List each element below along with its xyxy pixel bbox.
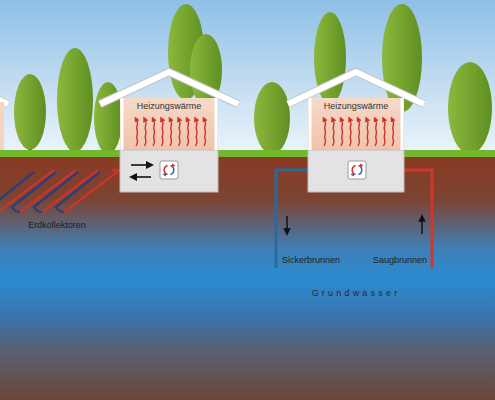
flow-arrow xyxy=(421,218,423,234)
trees xyxy=(14,4,492,154)
house-wall xyxy=(0,102,4,150)
earth-collector xyxy=(0,170,120,212)
sky xyxy=(0,0,495,156)
part-label: Sickerbrunnen xyxy=(282,256,340,266)
grass xyxy=(0,150,495,157)
ground xyxy=(0,156,495,400)
roof xyxy=(0,86,8,104)
roof xyxy=(0,86,8,104)
room-label: Heizungswärme xyxy=(308,98,404,111)
house-room: Heizungswärme xyxy=(120,98,218,150)
house xyxy=(100,72,238,192)
part-label: Grundwasser xyxy=(312,289,401,299)
room-label: Heizungswärme xyxy=(120,98,218,111)
flow-arrow xyxy=(286,216,288,232)
house-room: Heizungswärme xyxy=(308,98,404,150)
part-label: Saugbrunnen xyxy=(373,256,427,266)
part-label: Erdkollektoren xyxy=(28,221,86,231)
heat-pump xyxy=(160,161,366,179)
heat-waves xyxy=(136,119,393,146)
house xyxy=(288,72,424,192)
